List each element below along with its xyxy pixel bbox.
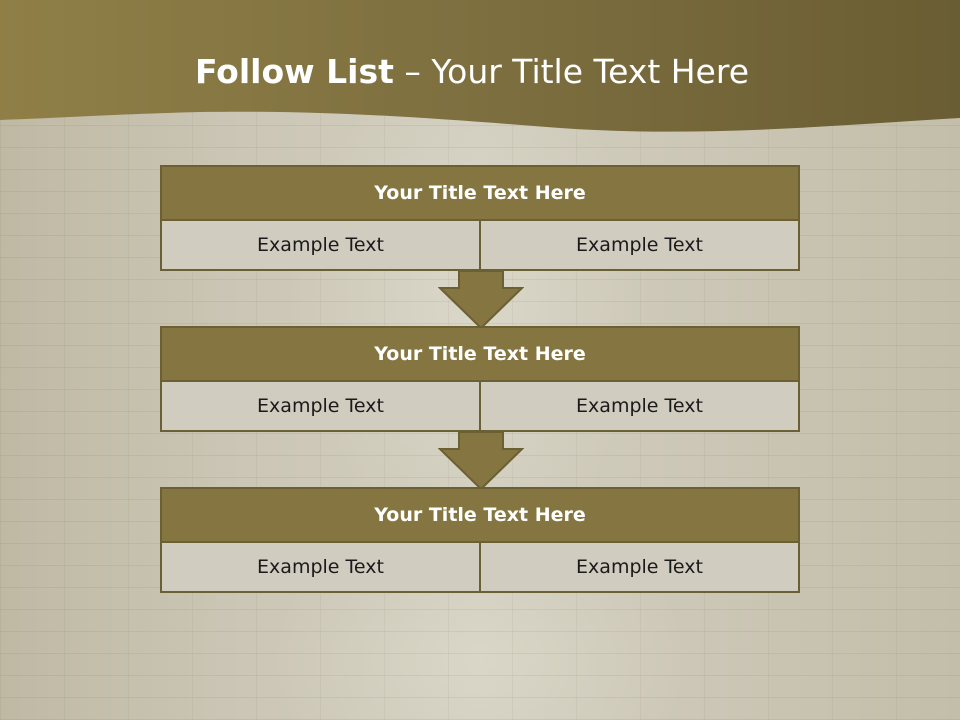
down-arrow-1 xyxy=(438,270,524,330)
step-block-1: Your Title Text Here Example Text Exampl… xyxy=(160,165,800,271)
step-1-left-cell: Example Text xyxy=(160,221,481,271)
step-1-right-cell: Example Text xyxy=(481,221,800,271)
step-row-1: Example Text Example Text xyxy=(160,221,800,271)
title-rest: – Your Title Text Here xyxy=(404,52,750,91)
down-arrow-2 xyxy=(438,431,524,491)
step-row-2: Example Text Example Text xyxy=(160,382,800,432)
step-3-right-cell: Example Text xyxy=(481,543,800,593)
step-block-3: Your Title Text Here Example Text Exampl… xyxy=(160,487,800,593)
step-title-2: Your Title Text Here xyxy=(160,326,800,382)
title-banner xyxy=(0,0,960,132)
step-2-right-cell: Example Text xyxy=(481,382,800,432)
title-bold: Follow List xyxy=(194,52,394,91)
step-title-3: Your Title Text Here xyxy=(160,487,800,543)
step-block-2: Your Title Text Here Example Text Exampl… xyxy=(160,326,800,432)
slide-title: Follow List – Your Title Text Here xyxy=(0,52,944,91)
step-2-left-cell: Example Text xyxy=(160,382,481,432)
step-title-1: Your Title Text Here xyxy=(160,165,800,221)
step-row-3: Example Text Example Text xyxy=(160,543,800,593)
step-3-left-cell: Example Text xyxy=(160,543,481,593)
